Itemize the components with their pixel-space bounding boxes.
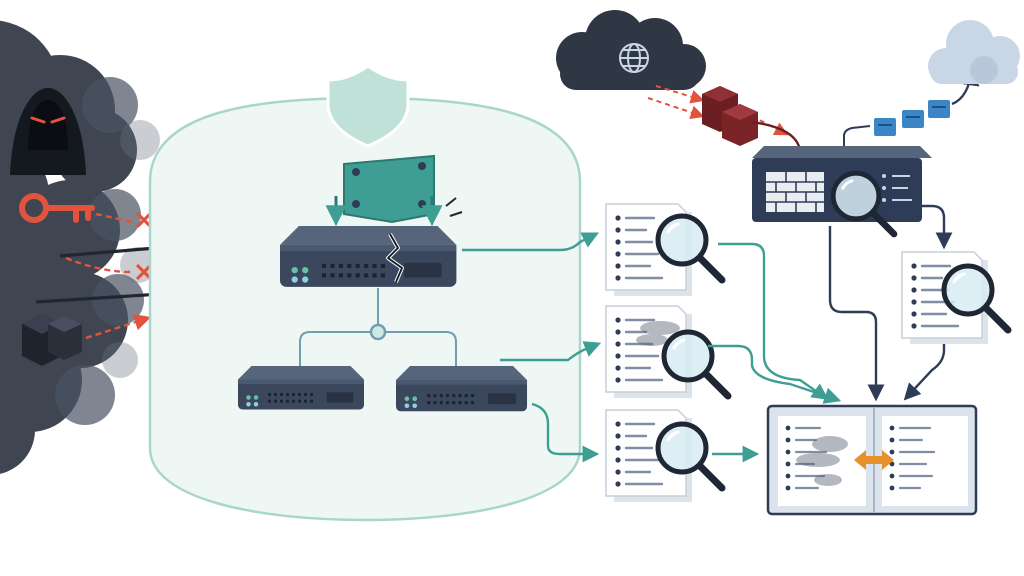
network-junction (369, 323, 387, 341)
x-mark-icon (136, 212, 152, 228)
key-icon (19, 193, 95, 223)
server-left (238, 366, 364, 410)
log-document-3 (604, 408, 722, 504)
comparison-panel (766, 404, 978, 516)
redaction-smudge (636, 321, 680, 346)
data-blocks (874, 100, 950, 136)
edge-arrows (828, 204, 953, 402)
log-document-2 (604, 304, 728, 398)
pressure-arrows (325, 196, 463, 227)
globe-icon (619, 43, 649, 73)
log-forward-arrows (462, 232, 602, 463)
threat-cloud (0, 20, 160, 474)
x-mark-icon (136, 264, 152, 280)
compromised-server (280, 226, 457, 287)
blocked-attack-arrows (65, 212, 152, 340)
backup-cloud (928, 20, 1020, 84)
server-right (396, 366, 528, 412)
log-document-1 (604, 202, 722, 298)
internet-cloud (556, 10, 706, 90)
edge-log-document (900, 250, 1008, 346)
edge-firewall (752, 146, 932, 234)
hooded-hacker-icon (10, 88, 86, 175)
protected-zone (148, 96, 582, 522)
metal-plate-icon (343, 154, 435, 224)
brick-wall-icon (766, 172, 824, 212)
threat-packets (22, 314, 82, 366)
log-to-panel-arrows (708, 242, 842, 463)
shield-icon (326, 64, 410, 148)
packet-feed-line (751, 120, 802, 151)
malicious-packets (702, 86, 758, 146)
redaction-smudge (796, 436, 848, 486)
double-arrow-icon (854, 450, 894, 470)
